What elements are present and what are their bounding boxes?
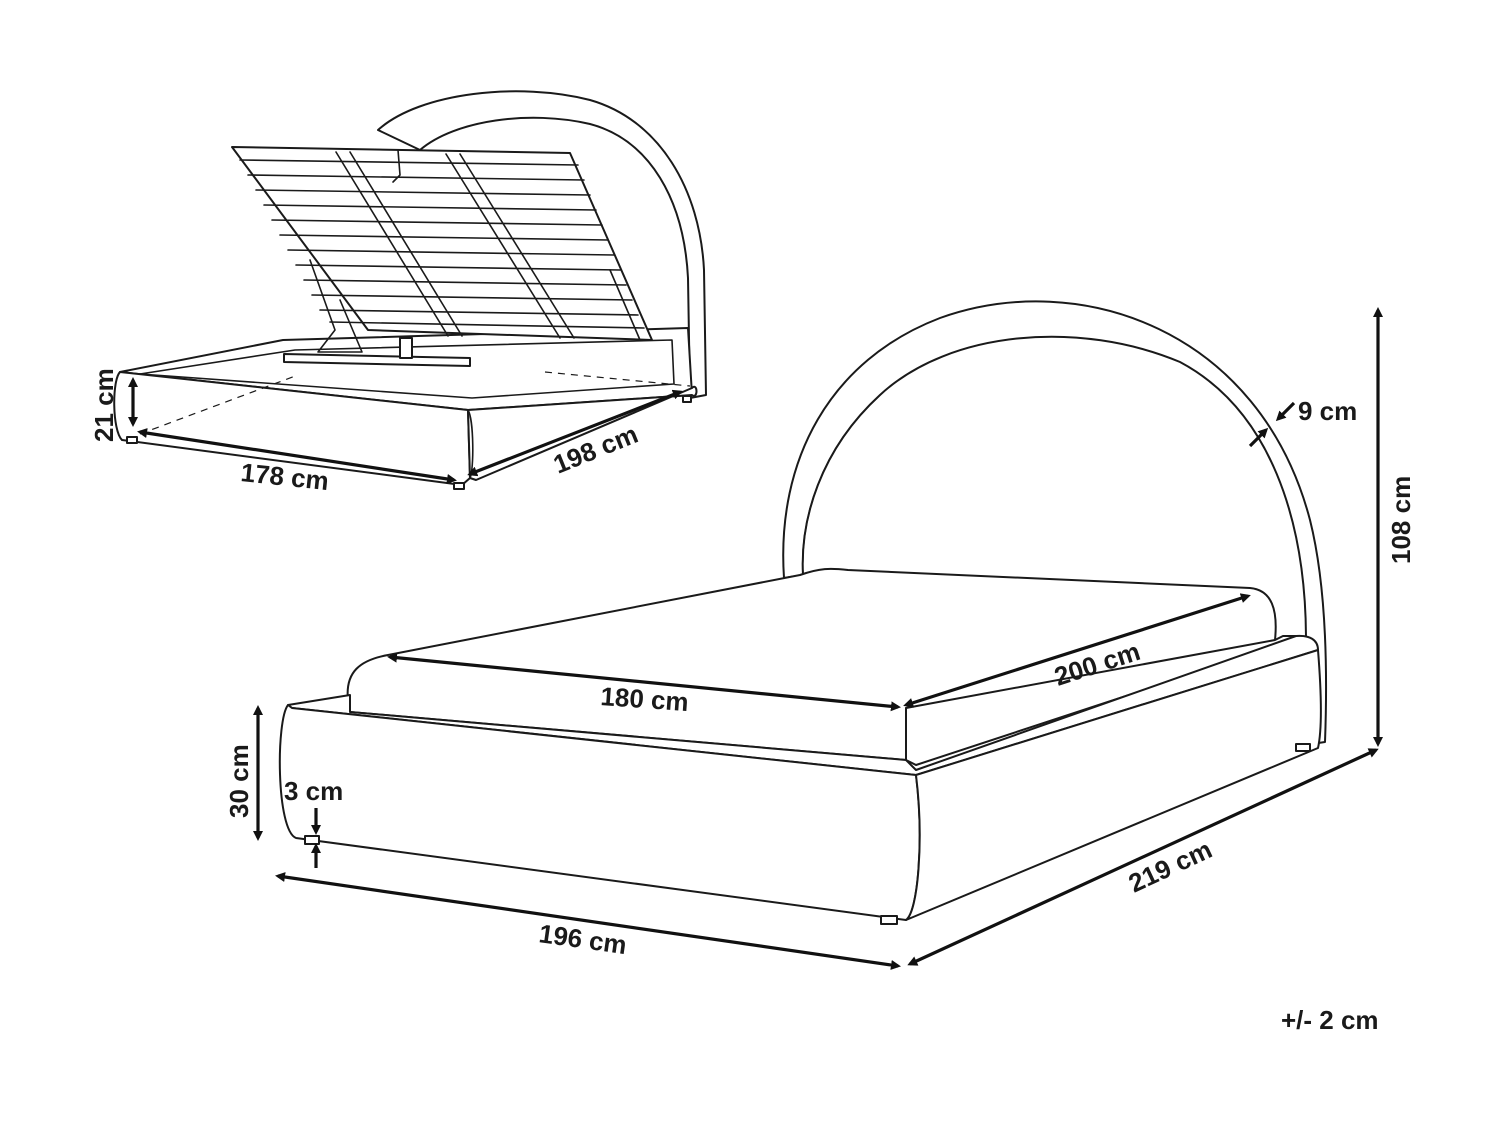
headboard-thickness-label: 9 cm	[1298, 396, 1357, 426]
small-width-dimension	[137, 428, 457, 484]
frame-height-label: 30 cm	[224, 744, 254, 818]
total-width-dimension	[275, 872, 901, 970]
small-slat-base	[231, 146, 653, 341]
mattress-width-label: 180 cm	[600, 681, 690, 717]
mattress-length-dimension	[903, 593, 1251, 708]
total-length-dimension	[907, 748, 1379, 966]
small-length-dimension	[467, 389, 683, 477]
small-gas-lift	[309, 259, 363, 353]
headboard-thickness-dimension	[1248, 427, 1269, 448]
small-height-label: 21 cm	[89, 368, 119, 442]
tolerance-note: +/- 2 cm	[1281, 1005, 1379, 1035]
main-foot	[304, 835, 320, 845]
total-height-label: 108 cm	[1386, 476, 1416, 564]
leg-height-label: 3 cm	[284, 776, 343, 806]
mattress-width-dimension	[387, 652, 901, 712]
small-headboard	[377, 90, 707, 399]
main-headboard	[782, 300, 1328, 746]
small-storage-opening	[139, 339, 675, 399]
